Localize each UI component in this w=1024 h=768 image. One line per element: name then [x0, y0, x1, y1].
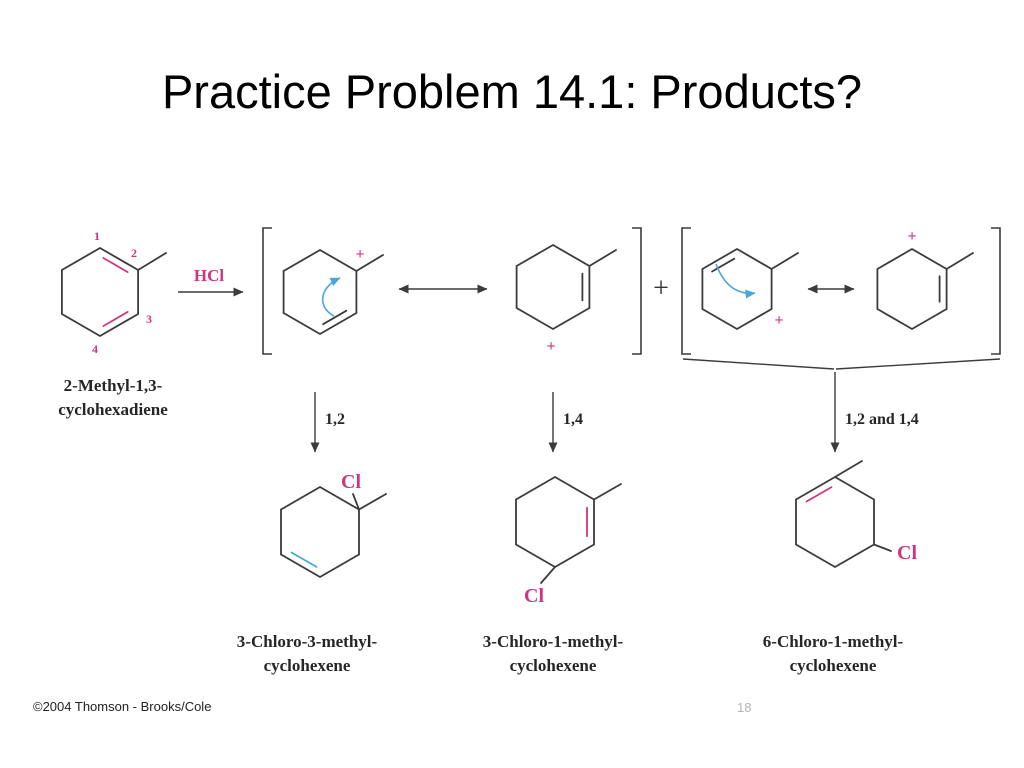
product-1-name-line2: cyclohexene	[264, 656, 351, 675]
reaction-arrow: HCl	[178, 266, 244, 297]
ring-bond	[701, 247, 773, 331]
product-3-structure: Cl 6-Chloro-1-methyl- cyclohexene	[763, 460, 917, 675]
ring-bond	[280, 485, 360, 579]
starting-material-name-line2: cyclohexadiene	[58, 400, 168, 419]
ring-bond	[61, 246, 139, 338]
plus-sign: +	[653, 273, 669, 304]
product-3-name-line2: cyclohexene	[790, 656, 877, 675]
slide-title: Practice Problem 14.1: Products?	[161, 65, 863, 118]
chlorine-bond	[873, 543, 892, 552]
combining-brace	[682, 358, 1001, 370]
pathway-label-14: 1,4	[563, 411, 583, 428]
pathway-arrow-14: 1,4	[548, 392, 583, 453]
double-bond-inner	[322, 309, 348, 326]
reagent-label: HCl	[194, 266, 225, 285]
cation-b-structure: +	[515, 243, 617, 355]
bracket-right-1	[632, 227, 642, 355]
pathway-label-12-14: 1,2 and 1,4	[845, 411, 919, 428]
ring-bond	[282, 248, 358, 336]
double-bond-inner	[290, 551, 318, 568]
ring-bond	[515, 475, 595, 569]
bracket-left-1	[262, 227, 272, 355]
ring-bond	[876, 247, 948, 331]
cation-a-structure: +	[282, 246, 384, 336]
chlorine-label: Cl	[341, 471, 361, 493]
product-3-name-line1: 6-Chloro-1-methyl-	[763, 632, 904, 651]
bracket-left-2	[681, 227, 691, 355]
double-bond-inner	[102, 257, 129, 274]
methyl-bond	[358, 493, 387, 511]
slide-page-number: 18	[737, 700, 752, 715]
product-1-name-line1: 3-Chloro-3-methyl-	[237, 632, 378, 651]
bracket-right-2	[991, 227, 1001, 355]
pathway-label-12: 1,2	[325, 411, 345, 428]
double-bond-inner	[102, 310, 129, 327]
electron-pushing-arrow	[715, 263, 756, 299]
ring-bond	[515, 243, 591, 331]
pathway-arrow-12: 1,2	[310, 392, 345, 453]
methyl-bond	[945, 252, 974, 270]
chlorine-label: Cl	[524, 585, 544, 607]
chlorine-bond	[540, 566, 556, 584]
starting-material-structure: 1 2 3 4 2-Methyl-1,3- cyclohexadiene	[58, 229, 168, 419]
cation-d-structure: +	[876, 228, 974, 331]
pathway-arrow-12-14: 1,2 and 1,4	[830, 372, 919, 453]
product-2-structure: Cl 3-Chloro-1-methyl- cyclohexene	[483, 475, 624, 675]
starting-material-name-line1: 2-Methyl-1,3-	[64, 376, 163, 395]
positive-charge: +	[774, 312, 783, 329]
methyl-bond	[770, 252, 799, 270]
atom-number-1: 1	[94, 229, 100, 243]
positive-charge: +	[546, 338, 555, 355]
electron-pushing-arrow	[321, 277, 341, 317]
ring-bond	[795, 475, 875, 569]
methyl-bond	[593, 483, 622, 501]
product-2-name-line2: cyclohexene	[510, 656, 597, 675]
cation-c-structure: +	[701, 247, 799, 331]
brace-line-left	[682, 358, 835, 370]
atom-number-3: 3	[146, 312, 152, 326]
atom-number-4: 4	[92, 342, 98, 356]
atom-number-2: 2	[131, 246, 137, 260]
methyl-bond	[834, 460, 863, 478]
double-bond-inner	[711, 257, 736, 273]
chlorine-bond	[352, 493, 360, 511]
methyl-bond	[137, 252, 167, 271]
product-2-name-line1: 3-Chloro-1-methyl-	[483, 632, 624, 651]
positive-charge: +	[907, 228, 916, 245]
methyl-bond	[588, 249, 617, 267]
methyl-bond	[355, 254, 384, 272]
copyright-text: ©2004 Thomson - Brooks/Cole	[33, 699, 212, 714]
brace-line-right	[835, 358, 1001, 370]
chlorine-label: Cl	[897, 542, 917, 564]
product-1-structure: Cl 3-Chloro-3-methyl- cyclohexene	[237, 471, 387, 675]
double-bond-inner	[805, 486, 833, 503]
positive-charge: +	[355, 246, 364, 263]
